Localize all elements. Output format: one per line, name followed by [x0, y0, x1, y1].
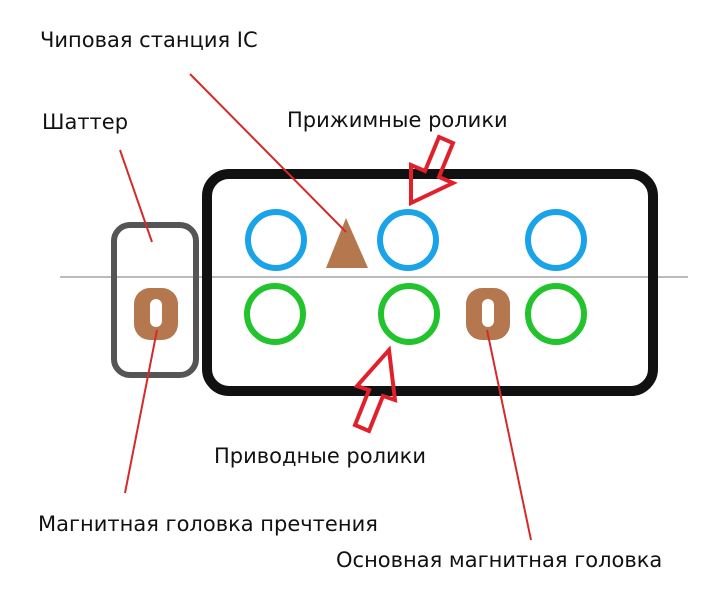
- drive-rollers-arrow: [352, 345, 398, 434]
- label-pre-read-head: Магнитная головка пречтения: [38, 512, 378, 536]
- label-chip-station: Чиповая станция IC: [40, 28, 258, 52]
- label-main-head: Основная магнитная головка: [336, 548, 663, 572]
- shutter-frame: [111, 222, 199, 378]
- pinch-roller-1: [245, 209, 307, 271]
- drive-roller-1: [244, 283, 306, 345]
- main-head-slot: [482, 299, 494, 327]
- reader-housing: [202, 169, 658, 396]
- pinch-roller-3: [525, 209, 587, 271]
- label-drive-rollers: Приводные ролики: [214, 444, 426, 468]
- label-pinch-rollers: Прижимные ролики: [287, 108, 508, 132]
- leader-pre-read-head: [124, 329, 158, 494]
- leader-main-head: [486, 329, 532, 541]
- label-shutter: Шаттер: [42, 110, 129, 134]
- chip-station-triangle: [326, 218, 368, 268]
- leader-chip-station: [189, 73, 347, 233]
- drive-roller-2: [378, 283, 440, 345]
- drive-roller-3: [525, 283, 587, 345]
- pre-read-head-slot: [150, 299, 162, 327]
- leader-shutter: [119, 149, 153, 243]
- pinch-roller-2: [377, 209, 439, 271]
- pinch-rollers-arrow: [409, 134, 458, 207]
